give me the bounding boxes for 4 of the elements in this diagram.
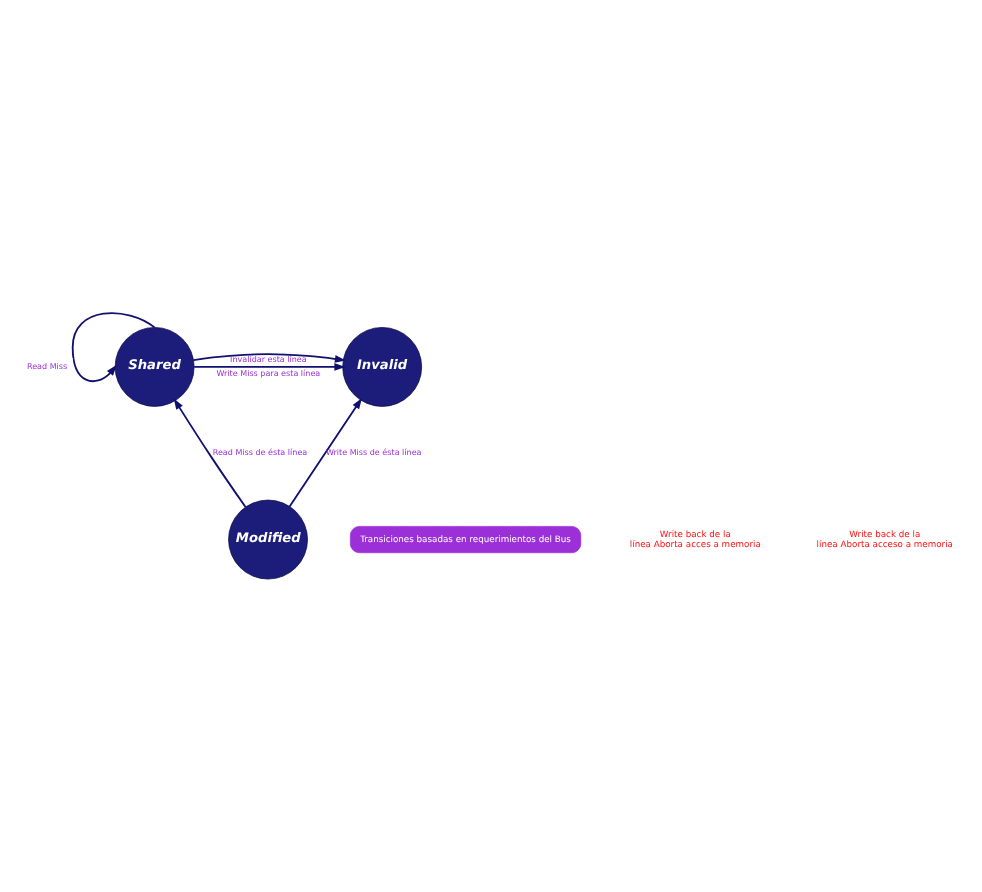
arrow	[192, 353, 346, 363]
arrow	[288, 397, 362, 508]
arrow	[193, 363, 346, 371]
arrow	[173, 398, 247, 508]
